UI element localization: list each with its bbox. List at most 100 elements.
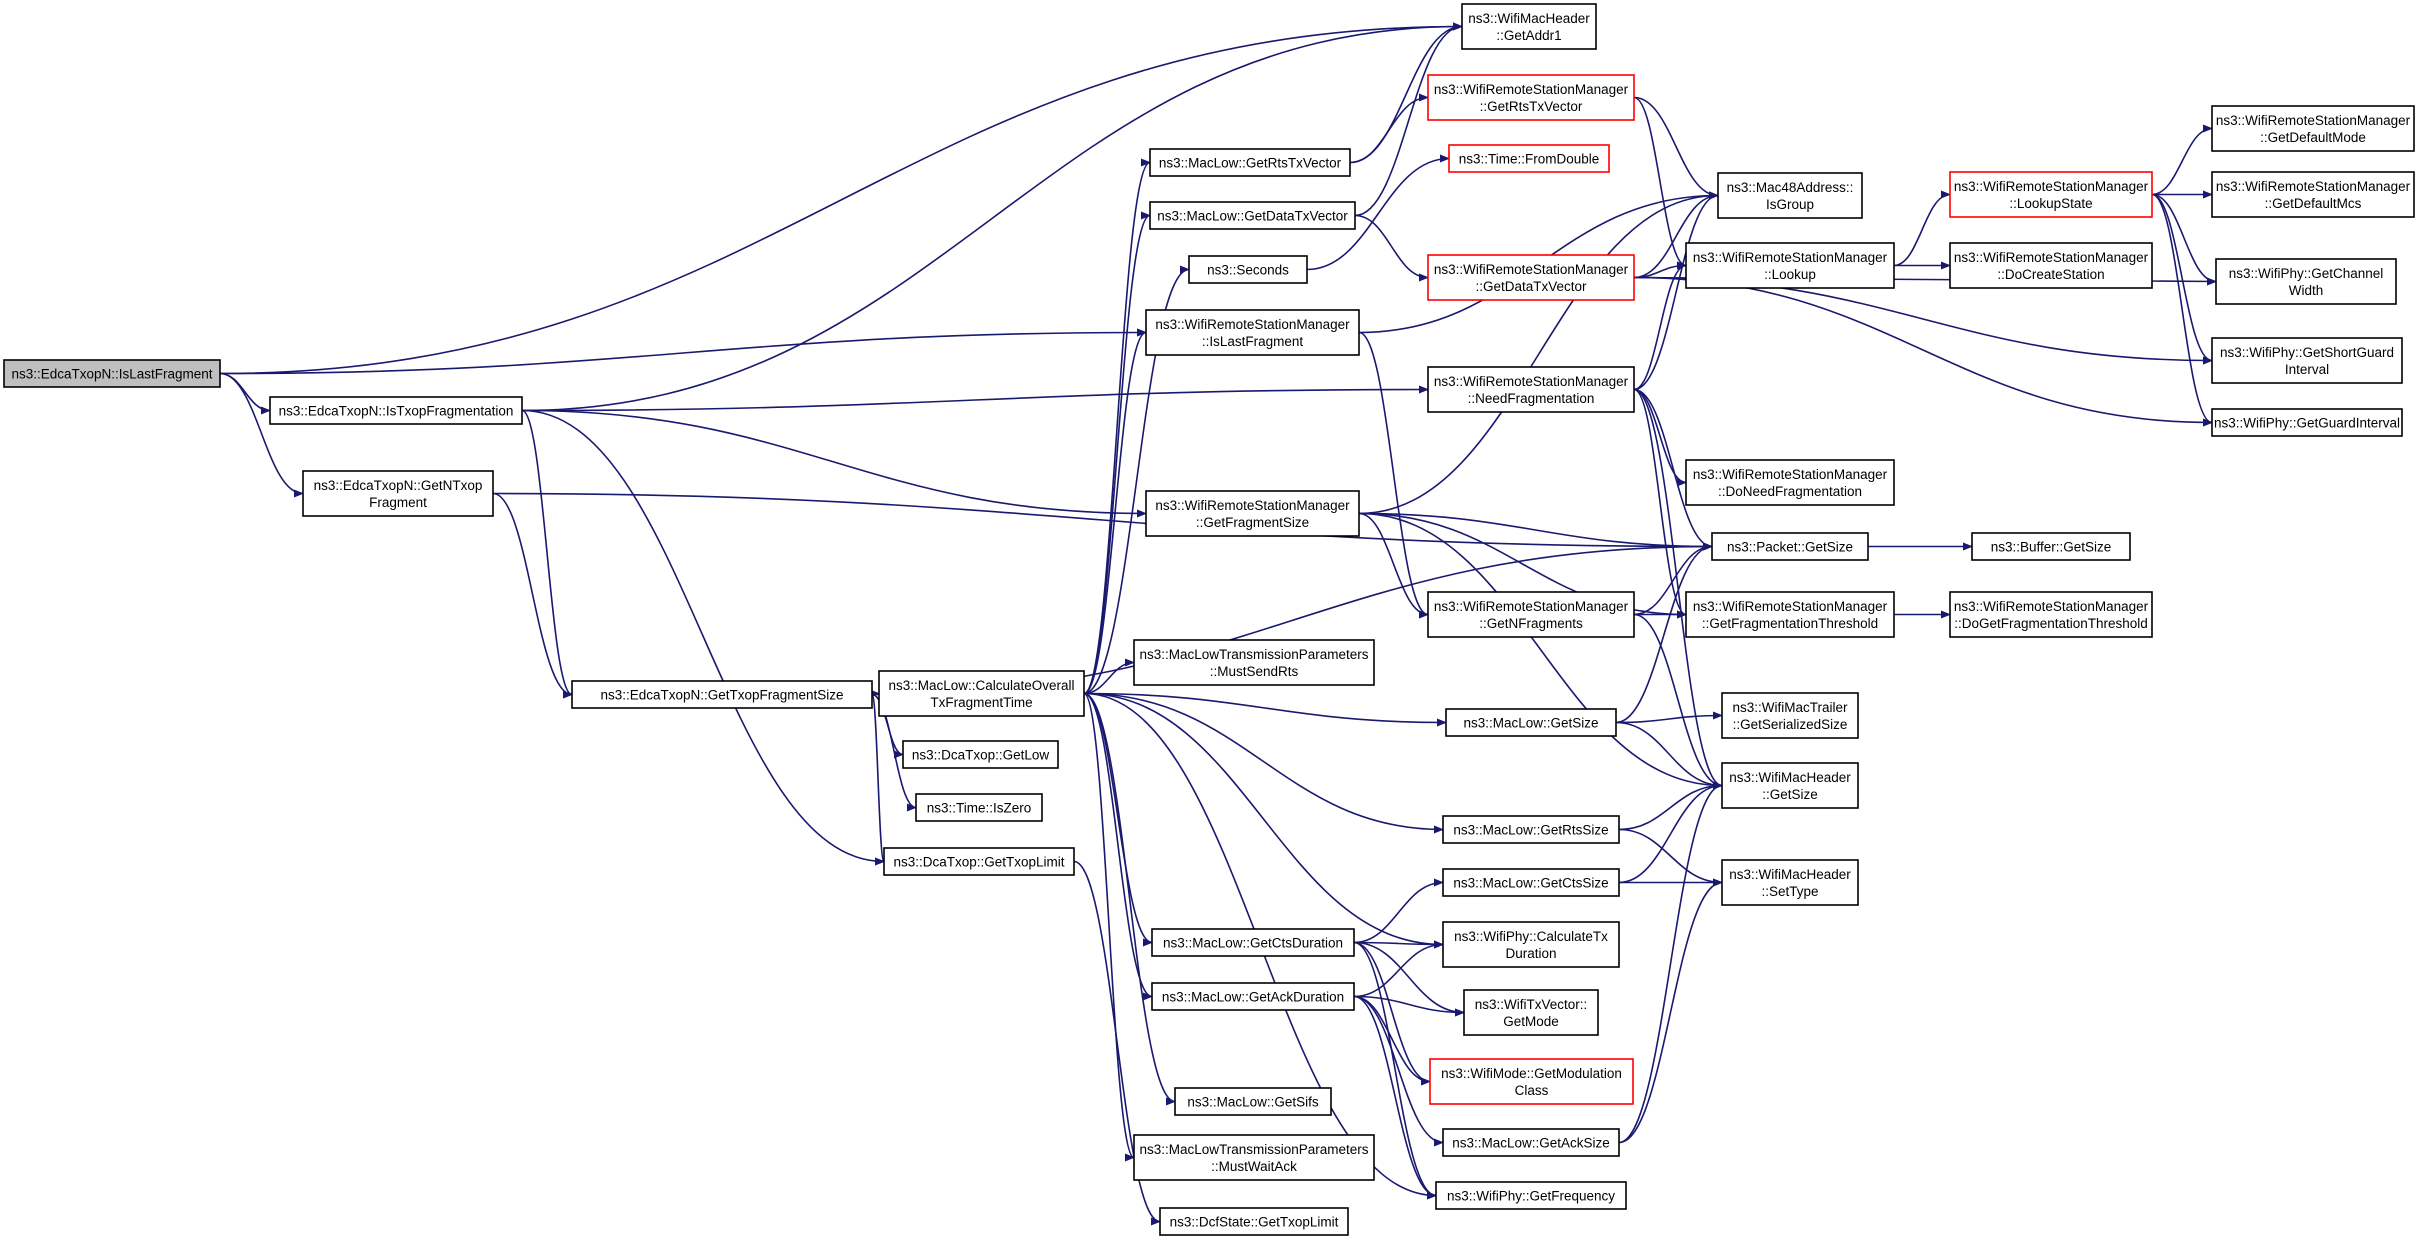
node-wrsmGetDataTxVector[interactable]: ns3::WifiRemoteStationManager::GetDataTx… [1427,254,1635,301]
edge-getCtsDuration-to-getModClass [1353,941,1431,1086]
node-label: ::NeedFragmentation [1468,391,1595,406]
node-label: TxFragmentTime [930,695,1032,710]
node-getAddr1[interactable]: ns3::WifiMacHeader::GetAddr1 [1461,3,1597,50]
node-box [302,470,494,517]
node-isLast[interactable]: ns3::EdcaTxopN::IsLastFragment [3,359,221,388]
edge-isTxopFrag-to-getTxopFragSize [521,409,573,699]
node-label: ns3::WifiMacHeader [1729,867,1851,882]
node-wrsmGetRtsTxVector[interactable]: ns3::WifiRemoteStationManager::GetRtsTxV… [1427,74,1635,121]
node-seconds[interactable]: ns3::Seconds [1188,255,1308,284]
node-hdrSetType[interactable]: ns3::WifiMacHeader::SetType [1721,859,1859,906]
node-getFrequency[interactable]: ns3::WifiPhy::GetFrequency [1435,1181,1627,1210]
edge-isLast-to-isTxopFrag [219,372,271,415]
node-label: ns3::EdcaTxopN::GetNTxop [314,478,483,493]
node-label: ns3::Time::FromDouble [1459,152,1600,167]
node-dcaGetTxopLimit[interactable]: ns3::DcaTxop::GetTxopLimit [883,847,1075,876]
node-box [1151,982,1355,1011]
node-label: ns3::EdcaTxopN::IsTxopFragmentation [279,404,514,419]
node-box [269,396,523,425]
node-label: ::DoGetFragmentationThreshold [1954,616,2148,631]
node-label: ns3::WifiRemoteStationManager [1434,262,1629,277]
edge-macLowGetSize-to-trailerSerSize [1615,711,1723,724]
node-label: Fragment [369,495,427,510]
node-doCreateStation[interactable]: ns3::WifiRemoteStationManager::DoCreateS… [1949,242,2153,289]
node-lookup[interactable]: ns3::WifiRemoteStationManager::Lookup [1685,242,1895,289]
node-getRtsSize[interactable]: ns3::MacLow::GetRtsSize [1442,815,1620,844]
node-dcfGetTxopLimit[interactable]: ns3::DcfState::GetTxopLimit [1159,1207,1349,1236]
node-dcaGetLow[interactable]: ns3::DcaTxop::GetLow [902,740,1059,769]
node-getFragThreshold[interactable]: ns3::WifiRemoteStationManager::GetFragme… [1685,591,1895,638]
edge-getAckDuration-to-getFrequency [1353,995,1437,1200]
node-label: ns3::WifiMacTrailer [1732,700,1848,715]
node-lookupState[interactable]: ns3::WifiRemoteStationManager::LookupSta… [1949,171,2153,218]
edge-wrsmGetRtsTxVector-to-lookup [1633,96,1687,270]
node-getNFrags[interactable]: ns3::WifiRemoteStationManager::GetNFragm… [1427,591,1635,638]
node-label: Width [2289,283,2324,298]
node-bufferGetSize[interactable]: ns3::Buffer::GetSize [1971,532,2131,561]
edge-isTxopFrag-to-wrsmGetFragSize [521,409,1147,518]
edge-getNFrags-to-hdrGetSize [1633,613,1723,790]
node-getCtsDuration[interactable]: ns3::MacLow::GetCtsDuration [1151,928,1355,957]
node-label: ns3::MacLow::GetAckDuration [1162,990,1344,1005]
node-getRtsTxVector[interactable]: ns3::MacLow::GetRtsTxVector [1149,148,1351,177]
node-getAckSize[interactable]: ns3::MacLow::GetAckSize [1442,1128,1620,1157]
node-label: ns3::WifiRemoteStationManager [1434,374,1629,389]
edge-calcOverall-to-getRtsSize [1083,692,1444,834]
node-label: ::SetType [1761,884,1818,899]
edge-getNFrags-to-packetGetSize [1633,542,1713,616]
edge-getDataTxVector-to-wrsmGetDataTxVector [1354,214,1429,282]
edge-needFrag-to-packetGetSize [1633,388,1713,551]
node-needFrag[interactable]: ns3::WifiRemoteStationManager::NeedFragm… [1427,366,1635,413]
node-label: ns3::MacLow::GetRtsSize [1453,823,1608,838]
edge-isTxopFrag-to-needFrag [521,385,1429,412]
node-isGroup[interactable]: ns3::Mac48Address::IsGroup [1717,172,1863,219]
node-label: ns3::MacLowTransmissionParameters [1139,647,1368,662]
node-getAckDuration[interactable]: ns3::MacLow::GetAckDuration [1151,982,1355,1011]
edge-getRtsSize-to-hdrSetType [1618,828,1723,887]
node-box [1133,639,1375,686]
edge-lookup-to-lookupState [1893,190,1951,267]
node-label: ns3::Mac48Address:: [1727,180,1854,195]
node-getCtsSize[interactable]: ns3::MacLow::GetCtsSize [1442,868,1620,897]
node-txVecGetMode[interactable]: ns3::WifiTxVector::GetMode [1463,989,1599,1036]
node-label: ns3::WifiPhy::GetChannel [2229,266,2384,281]
node-getDefaultMode[interactable]: ns3::WifiRemoteStationManager::GetDefaul… [2211,105,2415,152]
node-getDataTxVector[interactable]: ns3::MacLow::GetDataTxVector [1149,201,1356,230]
node-timeIsZero[interactable]: ns3::Time::IsZero [915,793,1043,822]
node-mustSendRts[interactable]: ns3::MacLowTransmissionParameters::MustS… [1133,639,1375,686]
node-label: ::IsLastFragment [1202,334,1304,349]
node-mustWaitAck[interactable]: ns3::MacLowTransmissionParameters::MustW… [1133,1134,1375,1181]
edge-lookupState-to-getShortGuard [2151,193,2213,365]
edge-getDataTxVector-to-getAddr1 [1354,22,1463,217]
node-label: ns3::MacLow::GetSifs [1187,1095,1319,1110]
node-isTxopFrag[interactable]: ns3::EdcaTxopN::IsTxopFragmentation [269,396,523,425]
node-getTxopFragSize[interactable]: ns3::EdcaTxopN::GetTxopFragmentSize [571,680,873,709]
node-wrsmGetFragSize[interactable]: ns3::WifiRemoteStationManager::GetFragme… [1145,490,1360,537]
node-hdrGetSize[interactable]: ns3::WifiMacHeader::GetSize [1721,762,1859,809]
node-fromDouble[interactable]: ns3::Time::FromDouble [1448,144,1610,173]
node-doNeedFrag[interactable]: ns3::WifiRemoteStationManager::DoNeedFra… [1685,459,1895,506]
node-packetGetSize[interactable]: ns3::Packet::GetSize [1711,532,1869,561]
node-getGuardInterval[interactable]: ns3::WifiPhy::GetGuardInterval [2211,408,2403,437]
node-macLowGetSize[interactable]: ns3::MacLow::GetSize [1445,708,1617,737]
node-getDefaultMcs[interactable]: ns3::WifiRemoteStationManager::GetDefaul… [2211,171,2415,218]
node-box [1442,815,1620,844]
edge-calcOverall-to-mustWaitAck [1083,692,1135,1162]
node-label: ns3::WifiRemoteStationManager [2216,113,2411,128]
node-calcOverall[interactable]: ns3::MacLow::CalculateOverallTxFragmentT… [878,670,1085,717]
node-label: ns3::WifiRemoteStationManager [2216,179,2411,194]
node-box [1427,366,1635,413]
node-trailerSerSize[interactable]: ns3::WifiMacTrailer::GetSerializedSize [1721,692,1859,739]
node-label: ns3::Packet::GetSize [1727,540,1853,555]
edge-isLast-to-getAddr1 [219,22,1463,375]
node-getSifs[interactable]: ns3::MacLow::GetSifs [1174,1087,1332,1116]
edge-macLowGetSize-to-packetGetSize [1615,542,1713,724]
node-wrsmIsLastFrag[interactable]: ns3::WifiRemoteStationManager::IsLastFra… [1145,309,1360,356]
node-doGetFragThreshold[interactable]: ns3::WifiRemoteStationManager::DoGetFrag… [1949,591,2153,638]
node-label: ns3::MacLow::GetSize [1463,716,1598,731]
